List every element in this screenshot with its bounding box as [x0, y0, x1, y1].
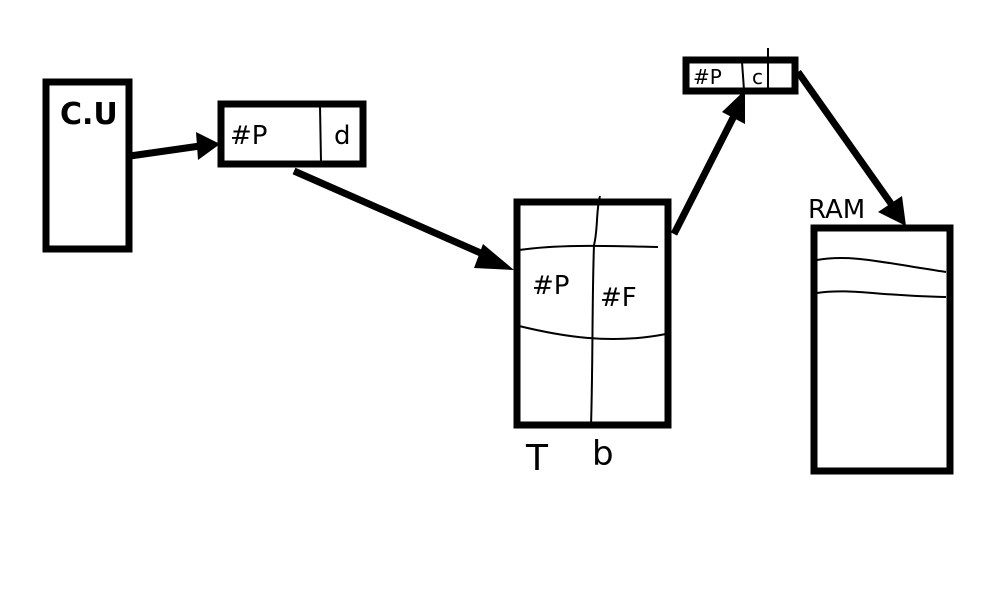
physical-address-box: #P c: [682, 48, 799, 95]
arrow-logical-address-to-page-table: [292, 167, 514, 270]
cpu-label: C.U: [60, 97, 118, 132]
page-table-caption: T: [525, 438, 549, 479]
page-table-frame-column-label: #F: [600, 283, 637, 313]
logical-page-number-label: #P: [230, 121, 267, 151]
ram-label: RAM: [808, 195, 865, 225]
page-table-page-column-label: #P: [532, 271, 569, 301]
logical-address-box: #P d: [217, 100, 367, 168]
cpu-box: C.U: [42, 78, 133, 253]
arrow-page-table-to-physical-address: [670, 90, 745, 236]
logical-offset-label: d: [334, 121, 351, 151]
page-table-caption-frame: b: [592, 434, 614, 474]
arrow-cpu-to-logical-address: [129, 132, 220, 160]
page-table: #P #F T b: [513, 195, 672, 479]
physical-offset-label: c: [752, 65, 763, 89]
ram-box: RAM: [808, 195, 954, 475]
arrow-physical-address-to-ram: [795, 69, 906, 226]
physical-frame-label: #P: [693, 65, 722, 89]
